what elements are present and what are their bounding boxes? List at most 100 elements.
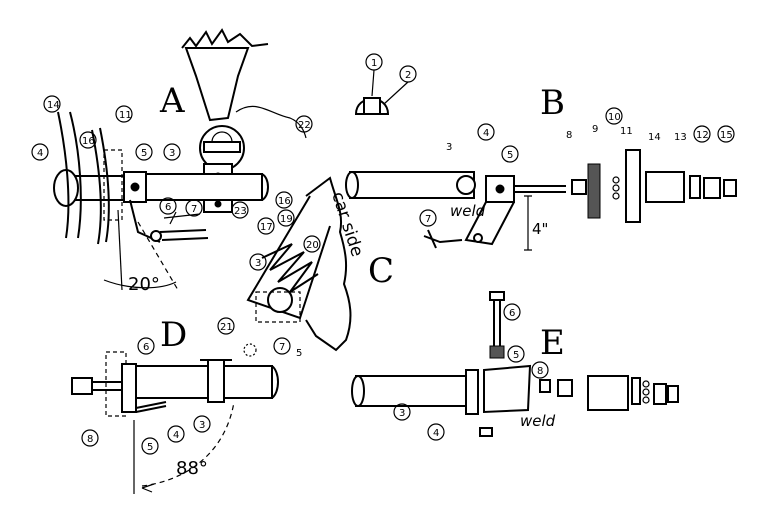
- e-cap: [667, 385, 679, 403]
- cap-part-2: [363, 97, 381, 115]
- tire-line-2: [69, 111, 82, 239]
- callout-a-2: 2: [405, 70, 411, 81]
- callout-b-8: 8: [566, 130, 572, 141]
- wheel-hub: [53, 169, 79, 207]
- knuckle-pin: [130, 182, 140, 192]
- angle-20-text: 20°: [128, 274, 160, 295]
- tie-rod: [159, 229, 209, 241]
- b-shaft: [514, 185, 566, 193]
- callouts-c: 3 16 17 19 20 21 7 5: [217, 191, 321, 359]
- callout-b-11: 11: [620, 126, 633, 137]
- e-bolt-head: [489, 291, 505, 301]
- section-b-label: B: [540, 83, 565, 123]
- section-c-label: C: [368, 251, 394, 291]
- d-clamp: [207, 359, 225, 403]
- b-tube-end: [345, 171, 359, 199]
- callout-b-15: 15: [720, 130, 733, 141]
- b-brake-disc: [587, 163, 601, 219]
- leader-22: [235, 105, 307, 139]
- callout-e-3: 3: [399, 408, 405, 419]
- callout-b-14: 14: [648, 132, 661, 143]
- e-bolt-nut: [489, 345, 505, 359]
- callout-e-4: 4: [433, 428, 439, 439]
- callout-b-3: 3: [446, 142, 452, 153]
- e-nut: [653, 383, 667, 405]
- b-small-link: [423, 229, 463, 249]
- callouts-a: 14 11 4 16 5 3 6 7 23 22 1 2: [31, 53, 417, 219]
- hub-band: [203, 141, 241, 153]
- d-knuckle: [121, 363, 137, 413]
- b-tube-joint: [456, 175, 476, 195]
- car-side-text: car side: [327, 189, 367, 259]
- e-axle-tube: [355, 375, 469, 407]
- b-axle-tube: [349, 171, 475, 199]
- d-tube-end: [271, 365, 279, 399]
- section-d-group: D 88° 6 8 5 4 3: [71, 315, 279, 494]
- callout-a-14: 14: [47, 100, 60, 111]
- b-bearing-housing: [645, 171, 685, 203]
- e-tube-end: [351, 375, 365, 407]
- angle-88-text: 88°: [176, 458, 208, 479]
- c-dashed-box: [255, 291, 301, 323]
- callout-c-3: 3: [255, 258, 261, 269]
- callout-b-7: 7: [425, 214, 431, 225]
- link-small: [163, 211, 201, 225]
- callout-b-10: 10: [608, 112, 621, 123]
- b-nut: [571, 179, 587, 195]
- callout-a-4: 4: [37, 148, 43, 159]
- section-e-group: E weld 6 5 8 3 4: [351, 291, 679, 441]
- e-bolt-shank: [493, 300, 501, 346]
- callout-a-1: 1: [371, 58, 377, 69]
- bracket-dashed: [103, 149, 123, 221]
- callout-a-22: 22: [298, 120, 311, 131]
- callout-d-4: 4: [173, 430, 179, 441]
- angle-ref-line: [117, 209, 123, 291]
- callout-a-6: 6: [165, 202, 171, 213]
- d-arm: [135, 401, 167, 413]
- c-spring-seat: [267, 287, 293, 313]
- b-bracket-hole: [473, 233, 483, 243]
- car-side-panel: [305, 176, 352, 352]
- b-drum: [625, 149, 641, 223]
- e-small-block: [479, 427, 493, 437]
- callout-d-5: 5: [147, 442, 153, 453]
- e-ring: [631, 377, 641, 405]
- section-d-label: D: [160, 315, 187, 355]
- weld-e-text: weld: [520, 412, 556, 430]
- tire-line-3: [91, 129, 102, 245]
- callout-b-5: 5: [507, 150, 513, 161]
- callout-e-6: 6: [509, 308, 515, 319]
- callouts-e: 6 5 8 3 4: [393, 303, 549, 441]
- arm-joint: [150, 230, 162, 242]
- callout-d-6: 6: [143, 342, 149, 353]
- funnel-break-zigzag: [181, 28, 269, 49]
- callout-a-5: 5: [141, 148, 147, 159]
- plate-hole-3: [214, 200, 222, 208]
- section-b-group: B 4" weld 3 4 5 7 8 9 10 11: [345, 83, 737, 251]
- axle-tube-main: [139, 173, 263, 201]
- e-plate: [465, 369, 479, 415]
- dim-4-text: 4": [532, 220, 548, 238]
- tire-line-1: [57, 111, 70, 239]
- e-bearing: [587, 375, 629, 411]
- callout-c-20: 20: [306, 240, 319, 251]
- tire-line-4: [99, 127, 110, 243]
- callout-b-4: 4: [483, 128, 489, 139]
- b-cap: [723, 179, 737, 197]
- section-a-group: A: [31, 28, 417, 295]
- e-bracket: [483, 364, 532, 414]
- angle-arc: [103, 279, 177, 289]
- callout-a-7: 7: [191, 204, 197, 215]
- callouts-d: 6 8 5 4 3: [81, 337, 211, 455]
- callout-a-3: 3: [169, 148, 175, 159]
- callout-a-23: 23: [234, 206, 247, 217]
- b-nut-2: [703, 177, 721, 199]
- cap-leaders: [371, 69, 409, 105]
- callout-c-5: 5: [296, 348, 302, 359]
- callout-a-11: 11: [119, 110, 132, 121]
- angle-dash-line: [137, 221, 179, 291]
- callout-c-16: 16: [278, 196, 291, 207]
- b-block-hole: [495, 184, 505, 194]
- callout-a-16: 16: [82, 136, 95, 147]
